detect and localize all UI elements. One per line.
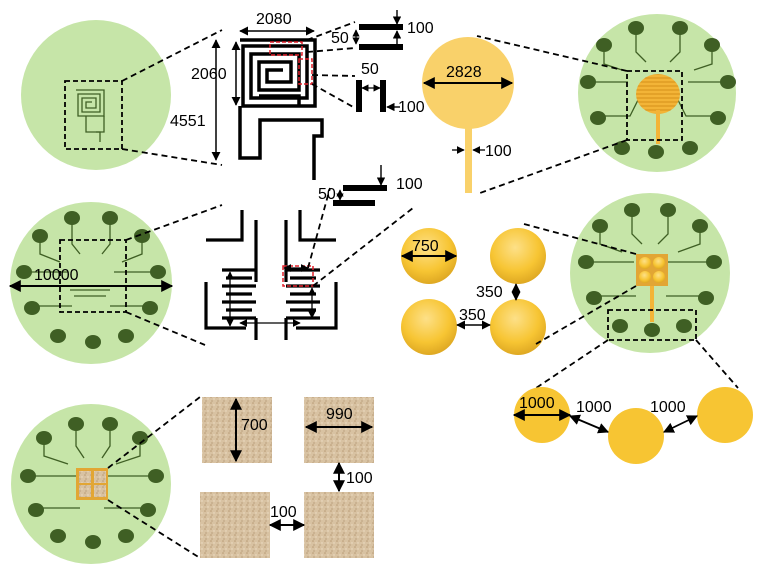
disk-diameter-label: 2828	[446, 64, 482, 81]
square-size-label: 700	[241, 417, 268, 434]
disk-stem	[650, 286, 654, 322]
gold-dot	[639, 271, 651, 283]
electrode-pads	[580, 21, 736, 159]
zoom-dash-line	[695, 339, 739, 389]
gold-dot	[490, 228, 546, 284]
zoom-dash-line	[311, 83, 356, 109]
zoom-box	[59, 239, 127, 313]
square-pad	[200, 492, 270, 558]
zoom-dash-line	[121, 29, 223, 82]
arrow-icon	[663, 415, 698, 433]
square-size-2-label: 990	[326, 406, 353, 423]
line-bar	[359, 44, 403, 50]
large-dots-panel: 1000 1000 1000	[512, 387, 753, 464]
wafer-traces	[32, 424, 152, 509]
gap-mid-label: 100	[398, 99, 425, 116]
gold-dot	[639, 257, 651, 269]
gold-dot	[653, 271, 665, 283]
zoom-dash-line	[121, 148, 223, 166]
wafer-traces	[590, 212, 712, 297]
wafer-traces	[592, 30, 724, 117]
wafer-disc	[21, 20, 171, 170]
zoom-dash-line	[311, 74, 356, 77]
line-mid-label: 50	[361, 61, 379, 78]
square-gap-h-label: 100	[270, 504, 297, 521]
zoom-dash-line	[107, 499, 201, 559]
zoom-dash-line	[125, 204, 223, 241]
large-gap-1-label: 1000	[576, 399, 612, 416]
spiral-total-label: 4551	[170, 113, 206, 130]
arrow-icon	[569, 414, 609, 434]
comb-electrode	[204, 210, 338, 340]
zoom-dash-line	[307, 187, 331, 269]
wafer-disk-panel	[476, 14, 736, 194]
dot-diameter-label: 750	[412, 238, 439, 255]
spiral-width-label: 2080	[256, 11, 292, 28]
zoom-box	[64, 80, 123, 150]
highlight-box	[269, 41, 303, 56]
disk-panel: 2828 100	[422, 37, 514, 193]
wafer-dots-panel	[523, 193, 739, 393]
gap-top-label: 100	[407, 20, 434, 37]
line-top-label: 50	[331, 30, 349, 47]
wafer-diameter-label: 10000	[34, 267, 79, 284]
electrode-pads	[578, 203, 722, 337]
line-bar	[333, 200, 375, 206]
dot-gap-v-label: 350	[476, 284, 503, 301]
electrode-pads	[20, 417, 164, 549]
zoom-box	[607, 309, 697, 341]
gold-dot	[401, 299, 457, 355]
stem-width-label: 100	[485, 143, 512, 160]
comb-line-label: 50	[318, 186, 336, 203]
gold-disk	[636, 74, 680, 114]
disk-stem	[465, 125, 472, 193]
zoom-dash-line	[479, 139, 628, 194]
gold-dot	[490, 299, 546, 355]
highlight-box	[298, 58, 313, 85]
line-bar	[359, 24, 403, 30]
wafer-comb-panel: 10000 100 50	[8, 165, 423, 364]
zoom-dash-line	[312, 207, 414, 287]
large-gap-2-label: 1000	[650, 399, 686, 416]
zoom-dash-line	[125, 311, 206, 346]
line-bar	[343, 185, 387, 191]
wafer-spiral-panel: 2080 2060 4551 100 50 50 100	[21, 10, 434, 180]
spiral-height-label: 2060	[191, 66, 227, 83]
gold-dot	[653, 257, 665, 269]
large-dot-label: 1000	[519, 395, 555, 412]
zoom-dash-line	[476, 35, 628, 72]
gold-dot	[697, 387, 753, 443]
line-bar	[356, 80, 362, 112]
mini-spiral	[76, 89, 105, 142]
zoom-dash-line	[306, 21, 356, 41]
comb-gap-label: 100	[396, 176, 423, 193]
zoom-dash-line	[306, 47, 356, 53]
square-pad	[304, 492, 374, 558]
dots-panel: 750 350 350	[400, 228, 546, 355]
line-bar	[380, 80, 386, 112]
gold-dot	[608, 408, 664, 464]
zoom-box	[626, 70, 683, 141]
spiral-coil	[238, 38, 324, 180]
zoom-dash-line	[529, 339, 609, 393]
square-gap-v-label: 100	[346, 470, 373, 487]
wafer-squares-panel: 700 990 100 100	[11, 396, 374, 564]
disk-stem	[656, 110, 660, 144]
dot-gap-h-label: 350	[459, 307, 486, 324]
